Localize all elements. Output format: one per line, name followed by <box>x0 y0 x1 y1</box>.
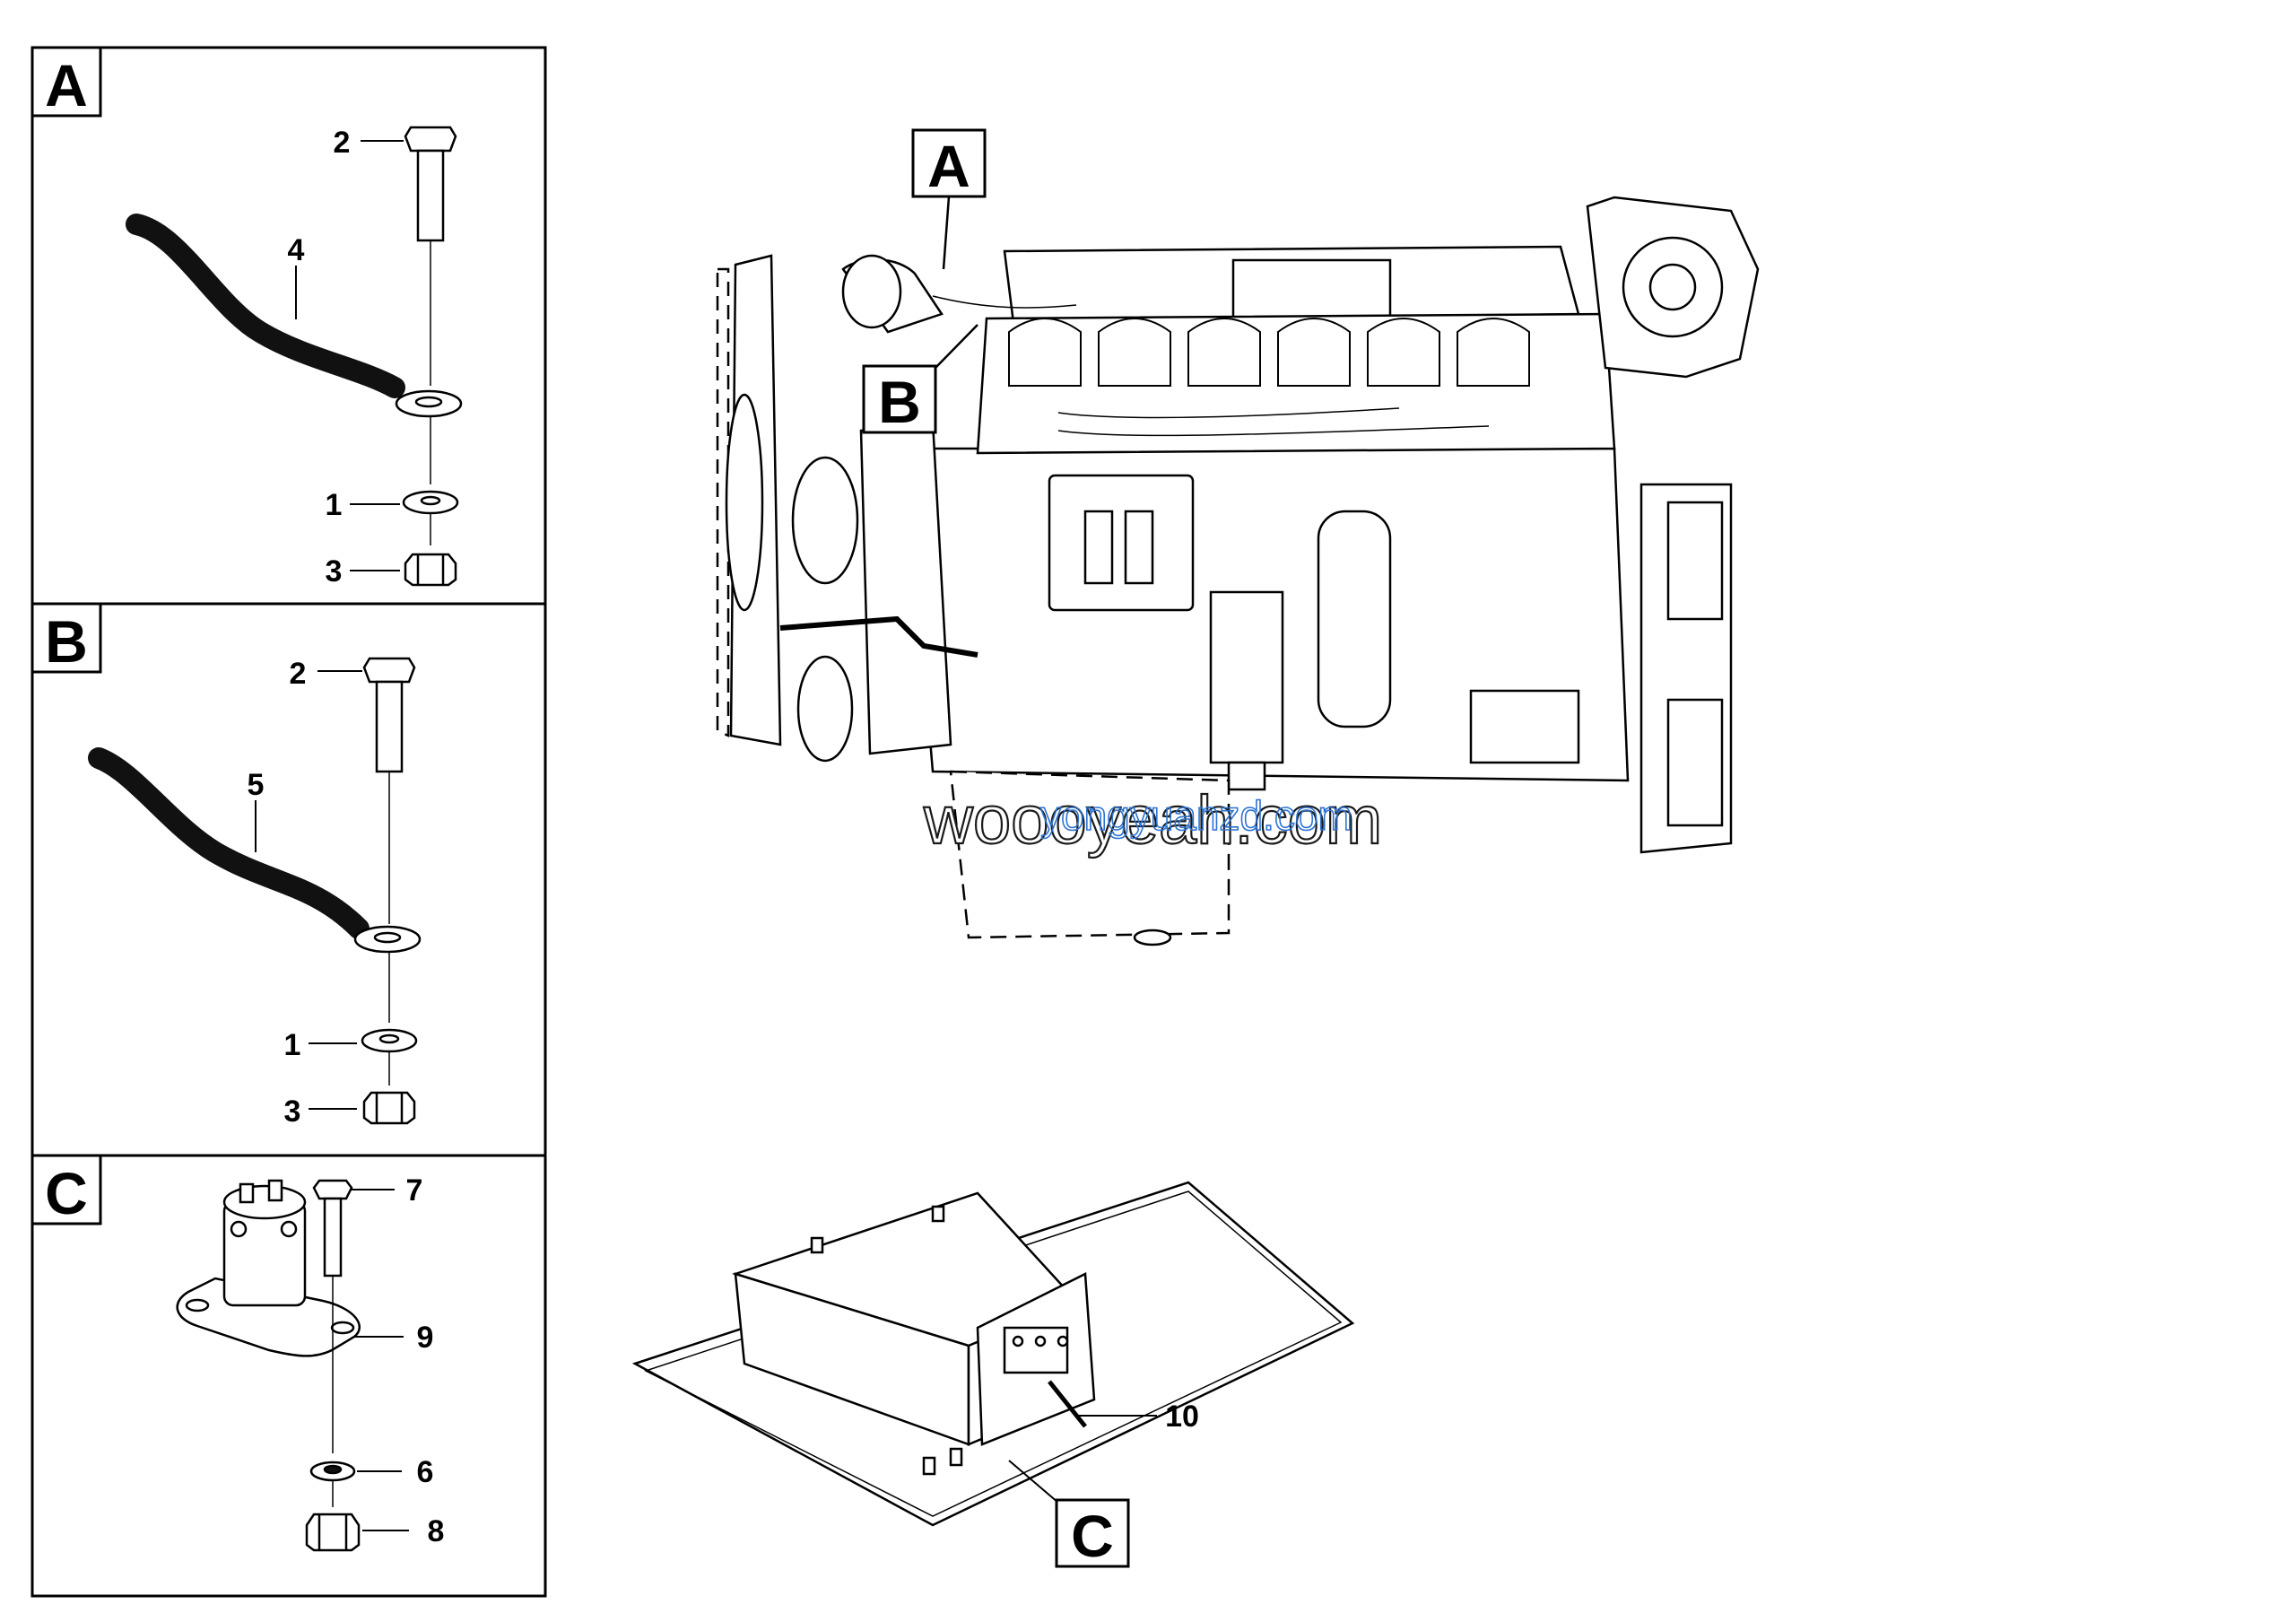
oil-pan <box>949 770 1231 939</box>
watermark-primary: woooyeah.com <box>923 782 1382 859</box>
engine-illustration <box>716 196 1760 946</box>
callout-washer-a: 1 <box>326 488 343 522</box>
panel-b-letter: B <box>45 608 88 675</box>
callout-nut-c: 8 <box>428 1514 445 1548</box>
bolt-icon <box>404 126 457 242</box>
panel-a-letter: A <box>45 52 88 118</box>
nut-icon <box>362 1091 416 1125</box>
nut-icon <box>404 553 457 587</box>
panel-c-parts <box>176 1179 361 1552</box>
panel-a-leaders <box>295 140 404 571</box>
callout-washer-b: 1 <box>284 1028 301 1062</box>
starter-motor <box>1469 689 1580 764</box>
bolt-icon <box>362 657 416 773</box>
watermark-secondary: yongyuanzd.com <box>1040 792 1352 839</box>
nut-icon <box>305 1513 361 1552</box>
ground-cable-icon <box>88 747 370 939</box>
engine-marker-a: A <box>911 128 987 270</box>
callout-cable-b: 5 <box>248 768 265 802</box>
fuel-filter <box>1209 590 1284 764</box>
svg-text:B: B <box>878 369 921 435</box>
callout-nut-b: 3 <box>284 1094 301 1129</box>
panel-b-parts <box>88 657 422 1125</box>
callout-nut-a: 3 <box>326 554 343 589</box>
panel-c-letter: C <box>45 1160 88 1226</box>
oil-filter <box>1317 510 1392 728</box>
svg-text:A: A <box>927 133 970 199</box>
callout-battery-cable: 10 <box>1165 1400 1199 1434</box>
bolt-icon <box>312 1179 353 1278</box>
panel-b-leaders <box>255 670 362 1110</box>
callout-bracket-c: 9 <box>417 1321 434 1355</box>
detail-panels <box>30 46 547 1598</box>
callout-bolt-c: 7 <box>406 1173 423 1208</box>
battery-box-illustration <box>631 1181 1355 1527</box>
panel-a-parts <box>126 126 463 587</box>
panel-c-label-box: C <box>30 1154 102 1226</box>
fan-pulley-icon <box>725 393 764 612</box>
ground-cable-icon <box>126 214 405 398</box>
battery-leaders <box>1008 1415 1157 1504</box>
battery-marker-c: C <box>1055 1498 1130 1569</box>
panel-b-label-box: B <box>30 602 102 675</box>
callout-bolt-b: 2 <box>290 657 307 691</box>
detail-panel-frame <box>30 46 547 1598</box>
relay-switch-icon <box>176 1179 361 1357</box>
callout-washer-c: 6 <box>417 1455 434 1489</box>
engine-marker-b: B <box>862 324 978 435</box>
svg-text:C: C <box>1071 1503 1114 1569</box>
valve-cover-plate <box>1231 258 1392 327</box>
callout-bolt-a: 2 <box>334 126 351 160</box>
panel-c-leaders <box>350 1189 409 1531</box>
callout-cable-a: 4 <box>288 233 305 267</box>
ecu-module <box>1048 474 1195 612</box>
panel-a-label-box: A <box>30 46 102 118</box>
